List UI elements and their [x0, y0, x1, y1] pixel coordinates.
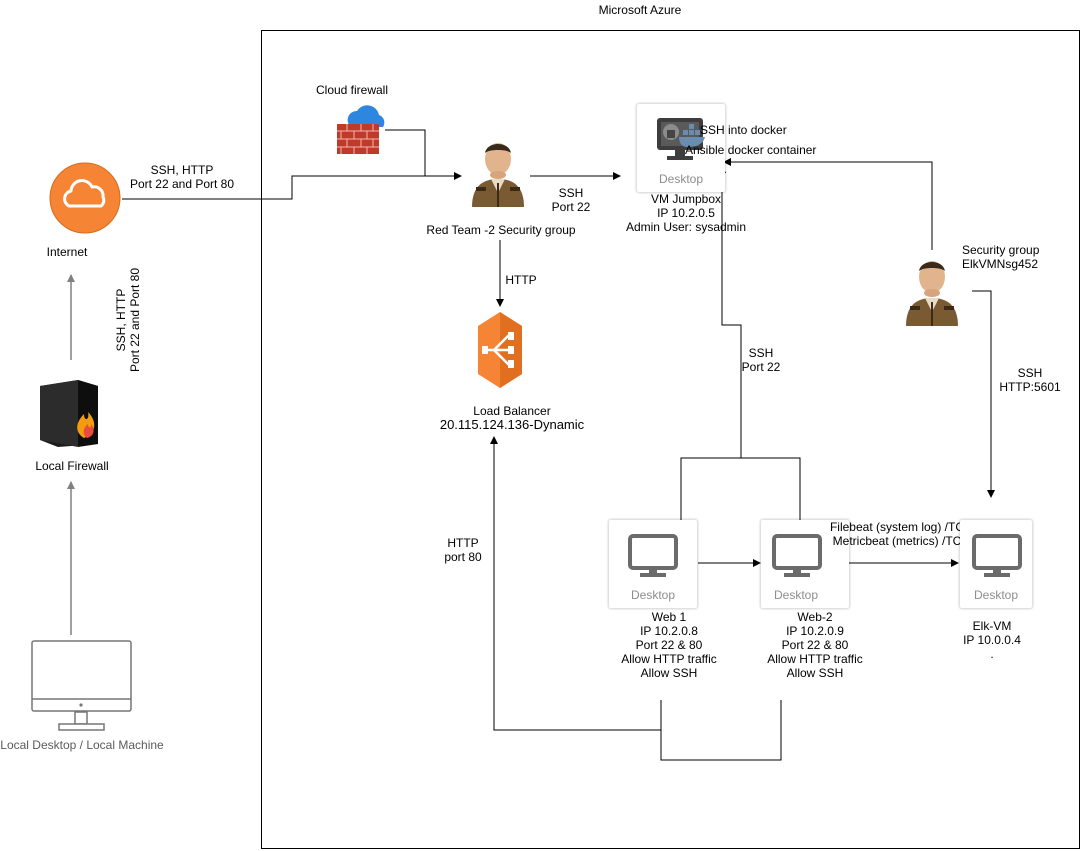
load-balancer-icon — [478, 312, 522, 388]
elk-vm-label: Elk-VM IP 10.0.0.4 . — [963, 619, 1021, 661]
firewall-tower-icon — [40, 380, 98, 447]
edge-elksg-to-elk — [972, 290, 995, 498]
docker-jumpbox-icon — [657, 118, 705, 160]
cloud-firewall-node — [335, 103, 387, 155]
docker-note-ssh: SSH into docker — [700, 123, 787, 137]
edge-web-bracket-top — [680, 457, 801, 520]
internet-node — [49, 162, 121, 234]
cloud-icon — [49, 162, 121, 234]
local-machine-label: Local Desktop / Local Machine — [0, 738, 164, 752]
load-balancer-ip: 20.115.124.136-Dynamic — [439, 417, 585, 432]
desktop-monitor-icon — [972, 534, 1022, 577]
edge-label-web-lb: HTTP port 80 — [444, 536, 482, 564]
local-firewall-node — [38, 378, 104, 448]
firewall-cloud-icon — [337, 105, 385, 154]
desktop-monitor-icon — [772, 534, 822, 577]
edge-label-local-internet: SSH, HTTP Port 22 and Port 80 — [114, 267, 142, 373]
edge-label-web-jumpbox: SSH Port 22 — [741, 346, 781, 374]
edge-web-bracket-bottom — [660, 700, 782, 761]
azure-boundary — [261, 30, 1080, 849]
jumpbox-node: Desktop — [637, 104, 725, 192]
jumpbox-caption: Desktop — [658, 172, 704, 186]
red-team-sg-node — [466, 135, 530, 207]
elk-vm-node: Desktop — [960, 520, 1032, 608]
elk-sg-node — [902, 252, 964, 326]
load-balancer-label: Load Balancer — [473, 404, 551, 418]
local-machine-node — [31, 640, 133, 733]
web2-node: Desktop — [761, 520, 849, 608]
region-title: Microsoft Azure — [598, 3, 682, 17]
red-team-sg-label: Red Team -2 Security group — [426, 223, 576, 237]
internet-label: Internet — [46, 245, 88, 259]
edge-elksg-to-jumpbox — [723, 158, 933, 250]
edge-internet-to-sg — [122, 172, 462, 200]
edge-label-elksg-elk: SSH HTTP:5601 — [999, 366, 1061, 394]
edge-web-to-lb — [490, 436, 661, 731]
web1-node: Desktop — [609, 520, 697, 608]
edge-label-internet-sg: SSH, HTTP Port 22 and Port 80 — [129, 163, 235, 191]
local-firewall-label: Local Firewall — [35, 459, 109, 473]
edge-label-beats: Filebeat (system log) /TCP Metricbeat (m… — [829, 520, 973, 548]
web1-label: Web 1 IP 10.2.0.8 Port 22 & 80 Allow HTT… — [621, 610, 717, 680]
edge-web-to-jumpbox — [718, 165, 742, 458]
cloud-firewall-label: Cloud firewall — [315, 83, 389, 97]
edge-label-sg-jumpbox: SSH Port 22 — [551, 186, 591, 214]
load-balancer-node — [476, 310, 524, 390]
web2-label: Web-2 IP 10.2.0.9 Port 22 & 80 Allow HTT… — [767, 610, 863, 680]
edge-cloudfw-to-sg — [385, 129, 426, 176]
elk-sg-label: Security group ElkVMNsg452 — [962, 243, 1040, 271]
jumpbox-label: VM Jumpbox IP 10.2.0.5 Admin User: sysad… — [625, 192, 747, 234]
security-guard-icon — [472, 143, 524, 207]
security-guard-icon — [906, 261, 958, 326]
web2-caption: Desktop — [773, 588, 819, 602]
web1-caption: Desktop — [630, 588, 676, 602]
edge-label-sg-lb: HTTP — [505, 273, 537, 287]
monitor-icon — [31, 640, 132, 731]
desktop-monitor-icon — [628, 534, 678, 577]
elk-vm-caption: Desktop — [973, 588, 1019, 602]
docker-note-ansible: Ansible docker container — [685, 143, 817, 157]
